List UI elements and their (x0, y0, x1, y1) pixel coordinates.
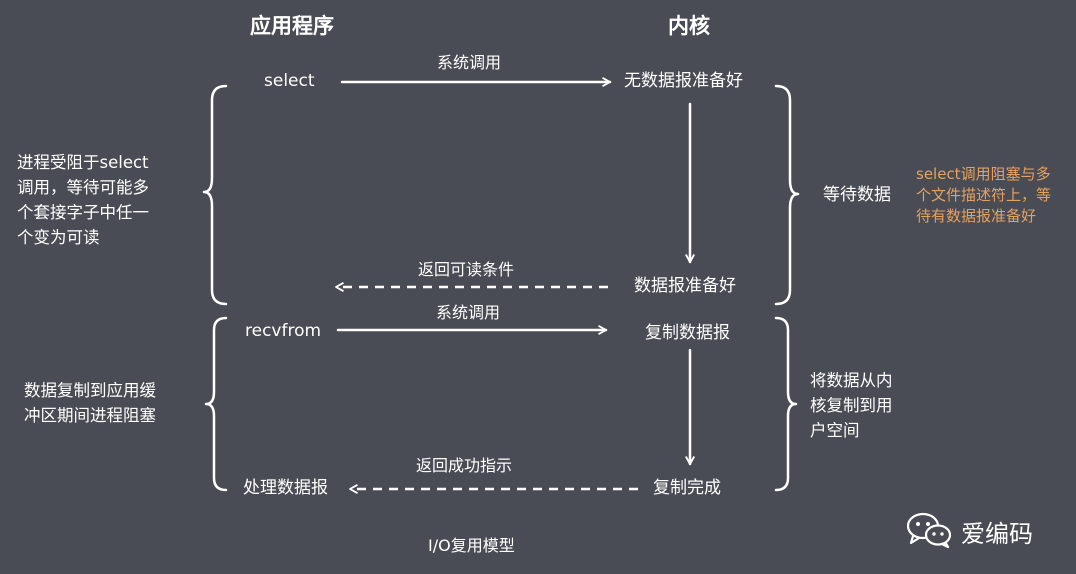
right-brace-copy (774, 316, 798, 492)
watermark: 爱编码 (905, 510, 1033, 552)
right-note-copy-line: 户空间 (810, 421, 860, 440)
left-brace-phase2 (204, 316, 228, 492)
left-note-phase2-line: 冲区期间进程阻塞 (24, 406, 156, 425)
left-note-phase1-line: 进程受阻于select (17, 153, 149, 172)
return-success-label: 返回成功指示 (416, 456, 513, 475)
syscall1-label: 系统调用 (437, 53, 502, 72)
left-note-phase2-line: 数据复制到应用缓 (24, 381, 156, 400)
kernel-header: 内核 (668, 14, 710, 38)
select-node: select (264, 71, 315, 91)
left-note-phase1: 进程受阻于select 调用，等待可能多 个套接字子中任一 个变为可读 (17, 150, 197, 250)
data-ready-node: 数据报准备好 (634, 276, 736, 296)
left-note-phase1-line: 个变为可读 (17, 228, 100, 247)
right-note-copy-line: 核复制到用 (810, 396, 893, 415)
diagram-caption: I/O复用模型 (428, 536, 515, 555)
right-note-copy: 将数据从内 核复制到用 户空间 (810, 368, 920, 443)
right-note-copy-line: 将数据从内 (810, 371, 893, 390)
left-note-phase1-line: 个套接字子中任一 (17, 203, 149, 222)
right-brace-wait (774, 84, 800, 306)
process-datagram-node: 处理数据报 (243, 478, 328, 498)
left-note-phase2: 数据复制到应用缓 冲区期间进程阻塞 (24, 378, 204, 428)
wechat-icon (905, 510, 953, 552)
left-brace-phase1 (202, 84, 228, 306)
left-note-phase1-line: 调用，等待可能多 (17, 178, 149, 197)
copy-done-node: 复制完成 (653, 478, 721, 498)
return-readable-label: 返回可读条件 (418, 260, 515, 279)
recvfrom-node: recvfrom (245, 321, 322, 341)
watermark-text: 爱编码 (961, 519, 1033, 548)
syscall2-label: 系统调用 (436, 303, 501, 322)
select-annotation: select调用阻塞与多 个文件描述符上，等 待有数据报准备好 (916, 164, 1074, 227)
annotation-line: 个文件描述符上，等 (916, 186, 1052, 204)
no-data-node: 无数据报准备好 (624, 71, 743, 91)
annotation-line: select调用阻塞与多 (916, 165, 1051, 183)
copy-datagram-node: 复制数据报 (645, 323, 730, 343)
app-header: 应用程序 (250, 14, 334, 38)
right-note-wait: 等待数据 (823, 185, 891, 205)
annotation-line: 待有数据报准备好 (916, 207, 1037, 225)
